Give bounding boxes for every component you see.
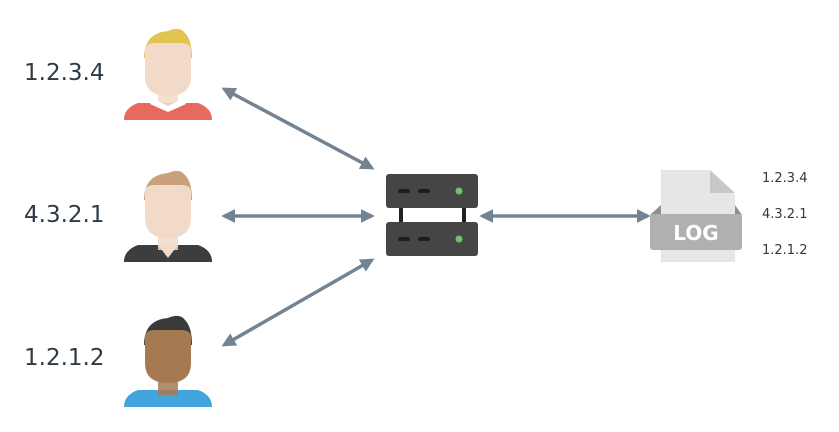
user-avatar-icon bbox=[124, 170, 212, 262]
log-entry: 4.3.2.1 bbox=[762, 207, 808, 222]
user-avatar-icon bbox=[124, 28, 212, 120]
log-file-icon: LOG bbox=[650, 170, 742, 262]
arrow-client3-server bbox=[221, 258, 375, 347]
arrow-client1-server bbox=[221, 87, 375, 170]
client-ip-label: 1.2.1.2 bbox=[24, 345, 105, 371]
server-icon bbox=[386, 174, 478, 256]
client-ip-label: 1.2.3.4 bbox=[24, 60, 105, 86]
log-entry: 1.2.3.4 bbox=[762, 171, 808, 186]
log-entry: 1.2.1.2 bbox=[762, 243, 808, 258]
log-label: LOG bbox=[673, 221, 718, 245]
client-ip-label: 4.3.2.1 bbox=[24, 202, 105, 228]
user-avatar-icon bbox=[124, 315, 212, 407]
